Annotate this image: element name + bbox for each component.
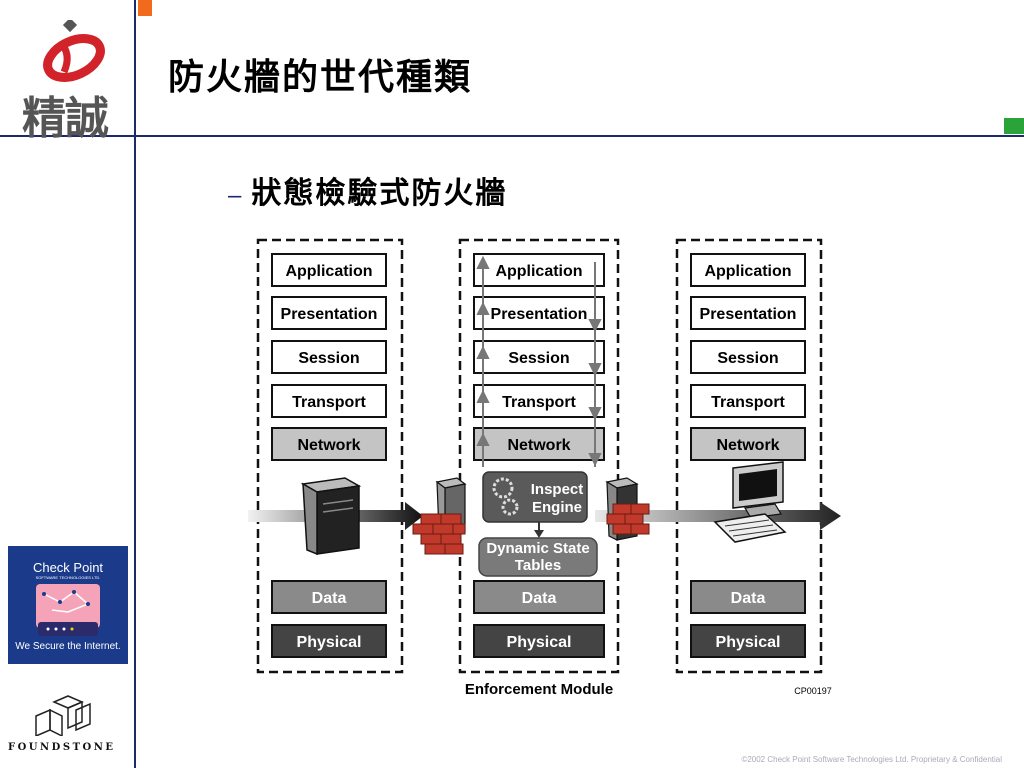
gear-icon [492,477,514,499]
mid-layer-physical: Physical [507,634,572,651]
mid-layer-presentation: Presentation [491,306,588,323]
left-layer-presentation: Presentation [281,306,378,323]
checkpoint-sub: SOFTWARE TECHNOLOGIES LTD. [35,575,101,580]
inspect-engine: Inspect Engine [482,471,588,523]
mid-layer-application: Application [495,263,582,280]
dynamic-state-tables: Dynamic State Tables [478,537,598,577]
mid-layer-network: Network [507,437,570,454]
server-left-icon [300,477,362,556]
page-title: 防火牆的世代種類 [168,56,473,98]
middle-layer-stack: Application Presentation Session Transpo… [473,253,605,658]
right-layer-application: Application [704,263,791,280]
bullet-row: – 狀態檢驗式防火牆 [228,168,507,212]
bullet-text: 狀態檢驗式防火牆 [251,176,508,211]
copyright-footer: ©2002 Check Point Software Technologies … [741,755,1002,764]
diagram-code: CP00197 [794,686,832,696]
left-layer-transport: Transport [292,394,366,411]
right-layer-physical: Physical [716,634,781,651]
company-logo-icon [43,20,105,82]
checkpoint-name: Check Point [32,560,104,575]
right-stack-frame [675,238,823,674]
green-accent [1004,118,1024,134]
flow-arrows [476,255,602,467]
orange-accent [138,0,152,16]
left-panel [0,0,136,768]
firewall-left-icon [412,477,467,555]
right-layer-transport: Transport [711,394,785,411]
left-layer-session: Session [298,350,359,367]
right-layer-session: Session [717,350,778,367]
mid-layer-transport: Transport [502,394,576,411]
middle-stack-frame [458,238,620,674]
inspect-engine-line2: Engine [532,499,582,516]
left-layer-network: Network [297,437,360,454]
left-layer-stack: Application Presentation Session Transpo… [271,253,387,658]
right-layer-presentation: Presentation [700,306,797,323]
left-divider [0,135,136,137]
firewall-right-icon [605,477,650,541]
gear-icon [501,498,519,516]
checkpoint-logo: Check Point SOFTWARE TECHNOLOGIES LTD. W… [8,546,128,664]
foundstone-wordmark: FOUNDSTONE [8,742,116,753]
enforcement-module-label: Enforcement Module [465,681,613,698]
mid-layer-data: Data [522,590,557,607]
right-layer-data: Data [731,590,766,607]
right-layer-stack: Application Presentation Session Transpo… [690,253,806,658]
right-layer-network: Network [716,437,779,454]
title-divider [136,135,1024,137]
state-tables-line1: Dynamic State [486,540,589,557]
left-stack-frame [256,238,404,674]
company-logo-text: 精誠 [22,93,109,144]
checkpoint-emblem-icon [36,584,100,636]
left-layer-data: Data [312,590,347,607]
bullet-dash: – [228,182,242,209]
left-layer-physical: Physical [297,634,362,651]
mid-layer-session: Session [508,350,569,367]
workstation-icon [713,461,787,543]
inspect-engine-line1: Inspect [531,481,584,498]
state-tables-line2: Tables [515,557,561,574]
checkpoint-slogan: We Secure the Internet. [15,641,121,652]
left-layer-application: Application [285,263,372,280]
stateful-inspection-diagram: Application Presentation Session Transpo… [248,238,841,698]
foundstone-logo-icon [35,695,91,736]
